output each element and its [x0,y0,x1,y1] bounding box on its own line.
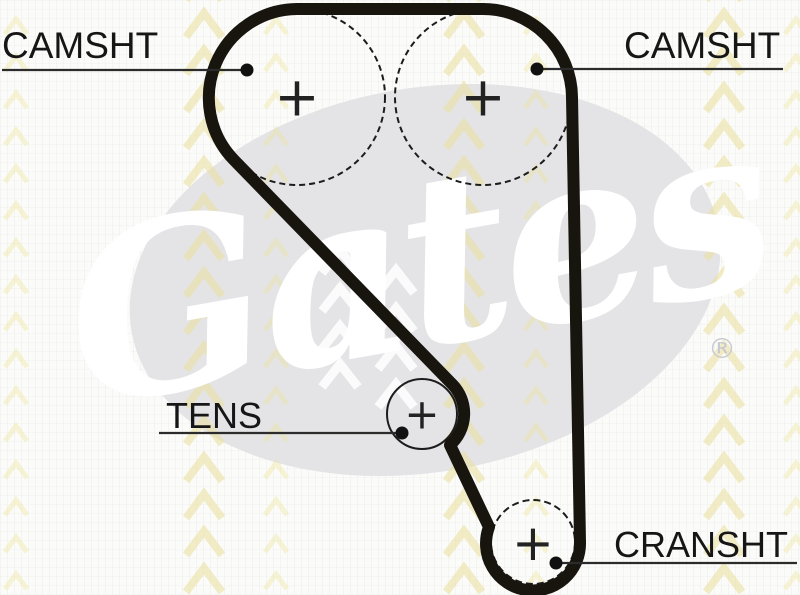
label-camshaft-right: CAMSHT [624,25,781,66]
camshaft-right-leader-dot [530,62,544,76]
tensioner-center-cross-icon: + [404,390,439,439]
crankshaft-center-cross-icon: + [512,514,554,572]
camshaft-left-center-cross-icon: + [274,66,319,129]
camshaft-left-leader-dot [240,63,254,77]
crankshaft-leader-dot [549,556,563,570]
white-chevrons [318,242,418,410]
registered-trademark-icon: ® [708,332,736,365]
label-crankshaft: CRANSHT [614,524,789,565]
tensioner-pulley [386,378,458,450]
tensioner-leader-dot [395,426,409,440]
label-tensioner: TENS [166,395,263,436]
camshaft-right-center-cross-icon: + [460,66,505,129]
timing-belt [202,3,587,595]
label-camshaft-left: CAMSHT [2,25,159,66]
